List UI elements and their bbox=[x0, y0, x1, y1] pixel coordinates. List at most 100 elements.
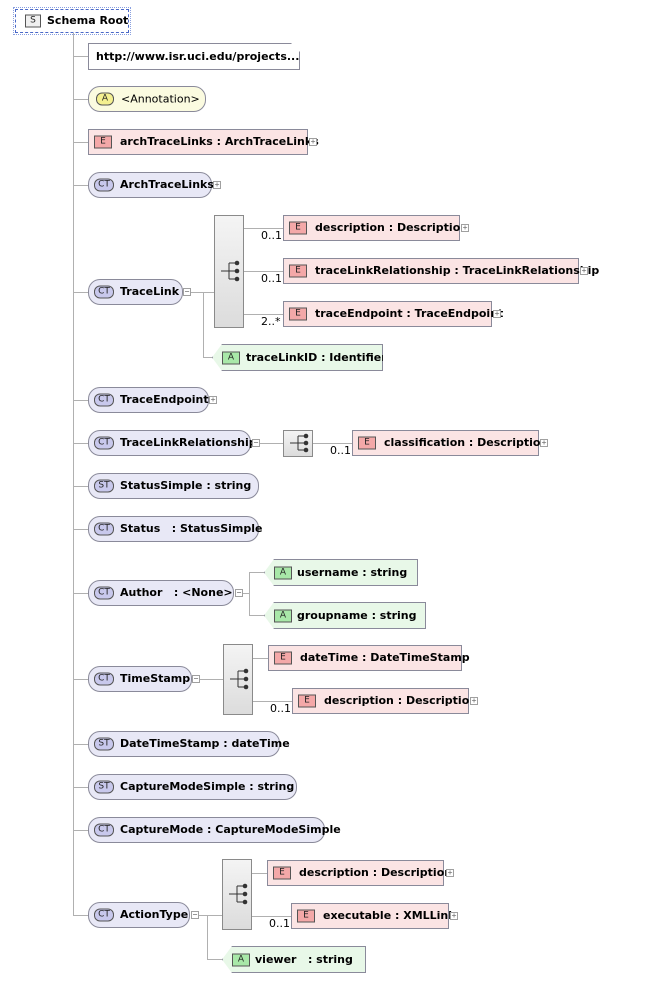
element-label: description : Description bbox=[324, 694, 478, 707]
element-badge: E bbox=[273, 866, 291, 880]
element-archtracelinks[interactable]: E archTraceLinks : ArchTraceLinks bbox=[88, 129, 319, 155]
occurrence-label: 0..1 bbox=[330, 444, 351, 457]
collapse-icon[interactable]: − bbox=[192, 674, 200, 683]
occurrence-label: 0..1 bbox=[261, 272, 282, 285]
element-label: classification : Description bbox=[384, 436, 549, 449]
simpletype-statussimple[interactable]: ST StatusSimple : string bbox=[88, 473, 259, 499]
schema-root-node[interactable]: S Schema Root bbox=[13, 7, 131, 35]
complextype-badge: CT bbox=[94, 178, 114, 192]
annotation-node[interactable]: A <Annotation> bbox=[88, 86, 206, 112]
simpletype-capturemodesimple[interactable]: ST CaptureModeSimple : string bbox=[88, 774, 297, 800]
occurrence-label: 2..* bbox=[261, 315, 281, 328]
collapse-icon[interactable]: − bbox=[183, 287, 191, 296]
expand-icon[interactable]: + bbox=[450, 911, 458, 920]
element-label: archTraceLinks : ArchTraceLinks bbox=[120, 135, 319, 148]
expand-icon[interactable]: + bbox=[540, 438, 548, 447]
element-badge: E bbox=[358, 436, 376, 450]
occurrence-label: 0..1 bbox=[269, 917, 290, 930]
expand-icon[interactable]: + bbox=[493, 309, 501, 318]
complextype-label: TraceLink bbox=[120, 285, 180, 298]
collapse-icon[interactable]: − bbox=[191, 910, 199, 919]
attribute-badge: A bbox=[274, 609, 292, 622]
complextype-status[interactable]: CT Status : StatusSimple bbox=[88, 516, 263, 542]
element-description[interactable]: E description : Description bbox=[267, 860, 452, 886]
element-badge: E bbox=[297, 909, 315, 923]
complextype-label: ArchTraceLinks bbox=[120, 178, 214, 191]
complextype-label: TraceLinkRelationship bbox=[120, 436, 257, 449]
annotation-label: <Annotation> bbox=[121, 92, 200, 106]
element-badge: E bbox=[289, 264, 307, 278]
attribute-viewer[interactable]: A viewer : string bbox=[222, 946, 366, 973]
element-label: dateTime : DateTimeStamp bbox=[300, 651, 470, 664]
attribute-label: username : string bbox=[297, 565, 408, 579]
element-badge: E bbox=[298, 694, 316, 708]
expand-icon[interactable]: + bbox=[209, 395, 217, 404]
occurrence-label: 0..1 bbox=[270, 702, 291, 715]
complextype-archtracelinks[interactable]: CT ArchTraceLinks bbox=[88, 172, 214, 198]
element-label: description : Description bbox=[315, 221, 469, 234]
complextype-traceendpoint[interactable]: CT TraceEndpoint bbox=[88, 387, 209, 413]
simpletype-badge: ST bbox=[94, 479, 114, 493]
element-badge: E bbox=[94, 135, 112, 149]
element-description[interactable]: E description : Description bbox=[292, 688, 477, 714]
complextype-label: ActionType bbox=[120, 908, 189, 921]
occurrence-label: 0..1 bbox=[261, 229, 282, 242]
element-description[interactable]: E description : Description bbox=[283, 215, 468, 241]
simpletype-badge: ST bbox=[94, 780, 114, 794]
schema-root-label: Schema Root bbox=[47, 14, 129, 27]
complextype-label: Author : <None> bbox=[120, 586, 233, 599]
attribute-label: traceLinkID : Identifier bbox=[246, 350, 387, 364]
complextype-badge: CT bbox=[94, 586, 114, 600]
complextype-label: CaptureMode : CaptureModeSimple bbox=[120, 823, 341, 836]
complextype-badge: CT bbox=[94, 393, 114, 407]
complextype-tracelink[interactable]: CT TraceLink bbox=[88, 279, 183, 305]
element-classification[interactable]: E classification : Description bbox=[352, 430, 548, 456]
sequence-icon bbox=[229, 883, 248, 905]
complextype-author[interactable]: CT Author : <None> bbox=[88, 580, 234, 606]
tree-trunk-line bbox=[73, 33, 74, 915]
sequence-compositor[interactable] bbox=[214, 215, 244, 328]
element-executable[interactable]: E executable : XMLLink bbox=[291, 903, 456, 929]
element-label: traceLinkRelationship : TraceLinkRelatio… bbox=[315, 264, 600, 277]
expand-icon[interactable]: + bbox=[309, 137, 317, 146]
element-tracelinkrelationship[interactable]: E traceLinkRelationship : TraceLinkRelat… bbox=[283, 258, 599, 284]
simpletype-datetimestamp[interactable]: ST DateTimeStamp : dateTime bbox=[88, 731, 290, 757]
sequence-icon bbox=[290, 433, 309, 453]
simpletype-label: CaptureModeSimple : string bbox=[120, 780, 295, 793]
complextype-capturemode[interactable]: CT CaptureMode : CaptureModeSimple bbox=[88, 817, 341, 843]
expand-icon[interactable]: + bbox=[213, 180, 221, 189]
element-label: executable : XMLLink bbox=[323, 909, 456, 922]
attribute-username[interactable]: A username : string bbox=[264, 559, 418, 586]
attribute-groupname[interactable]: A groupname : string bbox=[264, 602, 426, 629]
expand-icon[interactable]: + bbox=[470, 696, 478, 705]
attribute-badge: A bbox=[232, 953, 250, 966]
attribute-label: groupname : string bbox=[297, 608, 417, 622]
complextype-actiontype[interactable]: CT ActionType bbox=[88, 902, 190, 928]
expand-icon[interactable]: + bbox=[580, 266, 588, 275]
expand-icon[interactable]: + bbox=[446, 868, 454, 877]
complextype-badge: CT bbox=[94, 436, 114, 450]
element-traceendpoint[interactable]: E traceEndpoint : TraceEndpoint bbox=[283, 301, 503, 327]
sequence-icon bbox=[221, 260, 240, 282]
collapse-icon[interactable]: − bbox=[252, 438, 260, 447]
documentation-node[interactable]: http://www.isr.uci.edu/projects... bbox=[88, 43, 300, 70]
complextype-badge: CT bbox=[94, 672, 114, 686]
expand-icon[interactable]: + bbox=[461, 223, 469, 232]
complextype-label: TimeStamp bbox=[120, 672, 191, 685]
complextype-label: Status : StatusSimple bbox=[120, 522, 263, 535]
simpletype-badge: ST bbox=[94, 737, 114, 751]
attribute-tracelinkid[interactable]: A traceLinkID : Identifier bbox=[212, 344, 383, 371]
sequence-compositor[interactable] bbox=[222, 859, 252, 930]
sequence-icon bbox=[230, 668, 249, 690]
collapse-icon[interactable]: − bbox=[235, 588, 243, 597]
element-datetime[interactable]: E dateTime : DateTimeStamp bbox=[268, 645, 470, 671]
schema-badge: S bbox=[25, 14, 41, 28]
complextype-tracelinkrelationship[interactable]: CT TraceLinkRelationship bbox=[88, 430, 257, 456]
attribute-label: viewer : string bbox=[255, 952, 353, 966]
element-label: traceEndpoint : TraceEndpoint bbox=[315, 307, 504, 320]
complextype-timestamp[interactable]: CT TimeStamp bbox=[88, 666, 192, 692]
annotation-badge: A bbox=[96, 92, 114, 106]
documentation-text: http://www.isr.uci.edu/projects... bbox=[96, 49, 300, 63]
sequence-compositor[interactable] bbox=[283, 430, 313, 457]
sequence-compositor[interactable] bbox=[223, 644, 253, 715]
